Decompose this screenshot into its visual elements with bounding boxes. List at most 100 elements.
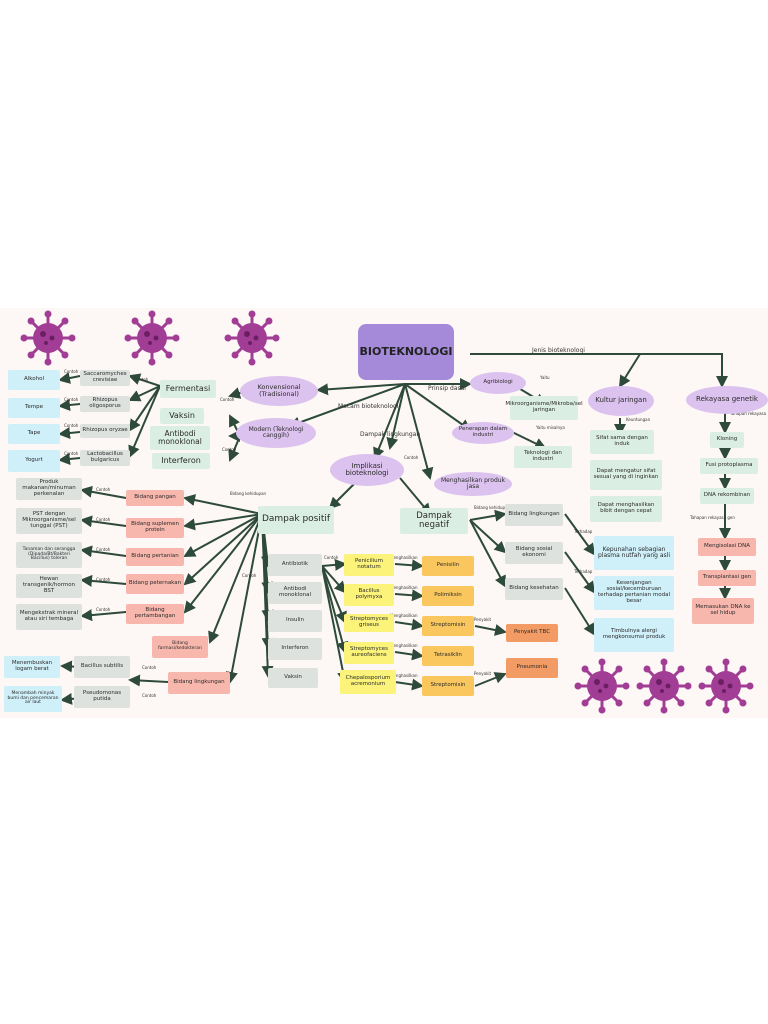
antibiotic-node: Streptomisin — [422, 676, 474, 696]
label-menghasilkan: Menghasilkan — [390, 673, 418, 678]
product-node: Alkohol — [8, 370, 60, 390]
label-contoh: Contoh — [134, 377, 149, 382]
neg-result-node: Kepunahan sebagian plasma nutfah yang as… — [594, 536, 674, 570]
fungi-node: Penicilium notatum — [344, 554, 394, 576]
label-terhadap: Terhadap — [574, 569, 593, 574]
label-yaitu-misalnya: Yaitu misalnya — [536, 425, 565, 430]
konvensional-node: Konvensional (Tradisional) — [240, 376, 318, 406]
product-node: Yogurt — [8, 450, 60, 472]
label-contoh: Contoh — [142, 665, 157, 670]
label-contoh: Contoh — [96, 547, 111, 552]
field-node: Bidang pangan — [126, 490, 184, 506]
rekayasa-item-node: Memasukan DNA ke sel hidup — [692, 598, 754, 624]
result-node: Mengekstrak mineral atau siri tembaga — [16, 604, 82, 630]
modern-node: Modern (Teknologi canggih) — [236, 418, 316, 448]
fungi-node: Chepalosporium acremonium — [340, 670, 396, 694]
field-node: Bidang pertanian — [126, 548, 184, 566]
label-contoh: Contoh — [64, 423, 79, 428]
neg-field-node: Bidang lingkungan — [505, 504, 563, 526]
fermentasi-node: Fermentasi — [160, 380, 216, 398]
result-node: Produk makanan/minuman perkenalan — [16, 478, 82, 500]
label-contoh: Contoh — [242, 573, 257, 578]
rekayasa-item-node: Mengisolasi DNA — [698, 538, 756, 556]
fungi-node: Streptomyces griseus — [344, 614, 394, 632]
result-node: PST dengan Mikroorganisme/sel tunggal (P… — [16, 508, 82, 534]
microbe-node: Saccaromyches crevisiae — [80, 370, 130, 386]
field-node: Bidang pertambangan — [126, 604, 184, 624]
antibiotic-node: Polimiksin — [422, 586, 474, 606]
label-contoh: Contoh — [222, 447, 237, 452]
disease-node: Pneumonia — [506, 658, 558, 678]
label-contoh: Contoh — [64, 397, 79, 402]
field-node: Bidang suplemen protein — [126, 518, 184, 538]
connector-lines — [58, 353, 731, 705]
rekayasa-item-node: DNA rekombinan — [700, 488, 754, 504]
result-node: Tanaman dan serangga (Dipada/Bt/Bakteri … — [16, 542, 82, 568]
label-menghasilkan: Menghasilkan — [390, 585, 418, 590]
dampak-positif-node: Dampak positif — [258, 506, 334, 534]
label-contoh: Contoh — [324, 555, 339, 560]
env-result-node: Menambah minyak bumi dan pencemaran air … — [4, 686, 62, 712]
label-terhadap: Terhadap — [574, 529, 593, 534]
antibiotic-node: Streptomisin — [422, 616, 474, 636]
rekayasa-item-node: Fusi protoplasma — [700, 458, 758, 474]
teknologi-node: Teknologi dan industri — [514, 446, 572, 468]
neg-result-node: Kesenjangan sosial/kecemburuan terhadap … — [594, 576, 674, 610]
disease-node: Penyakit TBC — [506, 624, 558, 642]
env-result-node: Menembuskan logam berat — [4, 656, 60, 678]
fungi-node: Bacillus polymyxa — [344, 584, 394, 606]
label-tahapan: Tahapan rekayasa — [730, 411, 767, 416]
virus-icon — [222, 308, 282, 368]
antibodi-node: Antibodi monoklonal — [150, 426, 210, 450]
label-contoh: Contoh — [96, 517, 111, 522]
virus-icon — [634, 656, 694, 716]
virus-icon — [696, 656, 756, 716]
rekayasa-node: Rekayasa genetik — [686, 386, 768, 414]
agribiologi-node: Agribiologi — [470, 372, 526, 394]
menghasilkan-produk-node: Menghasilkan produk jasa — [434, 472, 512, 496]
label-keuntungan: Keuntungan — [626, 417, 651, 422]
pharma-node: Antibodi monoklonal — [268, 582, 322, 604]
interferon-node: Interferon — [152, 453, 210, 469]
label-menghasilkan: Menghasilkan — [390, 555, 418, 560]
result-node: Hewan transgenik/hormon BST — [16, 574, 82, 598]
field-node: Bidang lingkungan — [168, 672, 230, 694]
neg-result-node: Timbulnya alergi mengkonsumsi produk — [594, 618, 674, 652]
dampak-negatif-node: Dampak negatif — [400, 508, 468, 534]
label-penyakit: Penyakit — [474, 671, 492, 676]
neg-field-node: Bidang sosial ekonomi — [505, 542, 563, 564]
microbe-node: Rhizopus oligosporus — [80, 396, 130, 412]
kultur-node: Kultur jaringan — [588, 386, 654, 416]
pharma-node: Interferon — [268, 638, 322, 660]
pharma-node: Antibiotik — [268, 554, 322, 576]
penerapan-node: Penerapan dalam industri — [452, 422, 514, 444]
label-jenis: Jenis bioteknologi — [532, 347, 585, 354]
pharma-node: Vaksin — [268, 668, 318, 688]
virus-icon — [18, 308, 78, 368]
concept-map: BIOTEKNOLOGI Jenis bioteknologi Prinsip … — [0, 308, 768, 718]
pharma-node: Insulin — [268, 610, 322, 632]
product-node: Tempe — [8, 398, 60, 418]
label-contoh: Contoh — [96, 607, 111, 612]
microbe-node: Lactobacillus bulgaricus — [80, 450, 130, 466]
rekayasa-item-node: Kloning — [710, 432, 744, 448]
neg-field-node: Bidang kesehatan — [505, 578, 563, 600]
label-tahapan-gen: Tahapan rekayasa gen — [690, 515, 735, 520]
kultur-item-node: Sifat sama dengan induk — [590, 430, 654, 454]
label-yaitu: Yaitu — [540, 375, 550, 380]
label-bidang-kehidupan: Bidang kehidupan — [474, 505, 511, 510]
label-contoh: Contoh — [220, 397, 235, 402]
label-menghasilkan: Menghasilkan — [390, 643, 418, 648]
env-microbe-node: Pseudomonas putida — [74, 686, 130, 708]
label-contoh: Contoh — [142, 693, 157, 698]
label-dampak-lingkungan: Dampak lingkungan — [360, 431, 421, 438]
rekayasa-item-node: Transplantasi gen — [698, 570, 756, 586]
label-contoh: Contoh — [96, 487, 111, 492]
label-prinsip: Prinsip dasar — [428, 385, 467, 392]
implikasi-node: Implikasi bioteknologi — [330, 454, 404, 486]
microbe-node: Rhizopus oryzae — [80, 424, 130, 438]
vaksin-node: Vaksin — [160, 408, 204, 424]
product-node: Tape — [8, 424, 60, 444]
virus-icon — [122, 308, 182, 368]
mikroba-node: Mikroorganisme/Mikroba/sel jaringan — [505, 396, 583, 420]
